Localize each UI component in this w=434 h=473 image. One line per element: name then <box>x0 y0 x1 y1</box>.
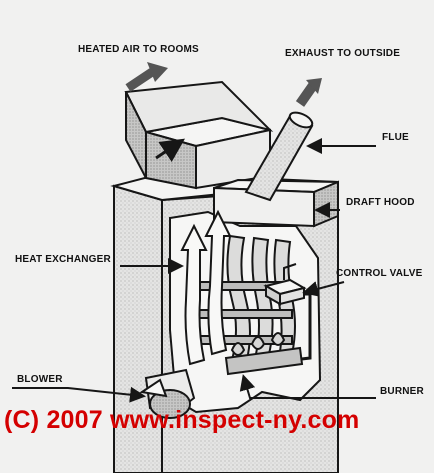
heated-air-arrow <box>125 68 155 92</box>
label-exhaust: EXHAUST TO OUTSIDE <box>285 48 401 59</box>
label-control-valve: CONTROL VALVE <box>336 268 423 279</box>
label-burner: BURNER <box>380 386 424 397</box>
label-heat-exchanger: HEAT EXCHANGER <box>15 254 111 265</box>
burners <box>224 332 304 376</box>
label-blower: BLOWER <box>17 374 63 385</box>
label-flue: FLUE <box>382 132 409 143</box>
flue-pipe <box>244 111 314 202</box>
copyright-watermark: (C) 2007 www.inspect-ny.com <box>4 406 360 434</box>
supply-plenum <box>124 80 274 190</box>
exhaust-arrow <box>295 81 319 107</box>
air-flow-arrows <box>180 209 232 366</box>
leader-lines <box>12 138 376 403</box>
label-draft-hood: DRAFT HOOD <box>346 197 415 208</box>
label-heated-air: HEATED AIR TO ROOMS <box>78 44 199 55</box>
blower <box>139 368 196 419</box>
